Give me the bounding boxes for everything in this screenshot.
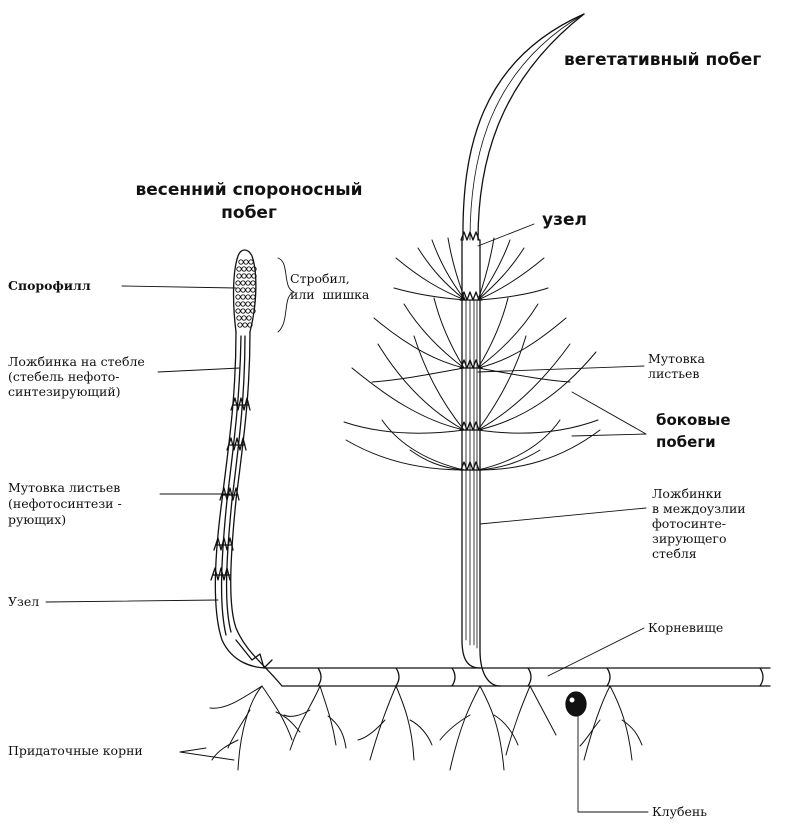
label-lateral-shoots-line2: побеги (656, 433, 716, 451)
label-whorl-right-line2: листьев (648, 366, 700, 381)
title-spring-shoot-line2: побег (221, 203, 277, 223)
title-vegetative-shoot: вегетативный побег (564, 50, 762, 70)
label-node-top: узел (542, 210, 587, 230)
label-whorl-left-line2: (нефотосинтези - (8, 496, 122, 511)
tuber-drawing (565, 691, 587, 717)
label-grooves-right-line3: фотосинте- (652, 516, 726, 531)
label-strobil-line2: или шишка (290, 287, 370, 302)
rhizome (267, 667, 771, 687)
label-node-left: Узел (8, 594, 40, 609)
label-strobil-line1: Стробил, (290, 271, 350, 286)
label-rhizome: Корневище (648, 620, 724, 635)
title-spring-shoot-line1: весенний спороносный (135, 180, 363, 200)
label-grooves-right-line4: зирующего (652, 531, 727, 546)
label-whorl-left-line1: Мутовка листьев (8, 480, 121, 495)
label-tuber: Клубень (652, 804, 708, 819)
label-whorl-right-line1: Мутовка (648, 351, 705, 366)
label-adventitious-roots: Придаточные корни (8, 743, 143, 758)
label-groove-stem-line2: (стебель нефото- (8, 369, 120, 384)
label-sporophyll: Спорофилл (8, 278, 91, 293)
label-grooves-right-line2: в междоузлии (652, 501, 746, 516)
vegetative-shoot (343, 13, 601, 687)
label-lateral-shoots-line1: боковые (656, 411, 731, 429)
label-grooves-right-line5: стебля (652, 546, 697, 561)
leader-lines (45, 223, 649, 813)
adventitious-roots-drawing (209, 685, 643, 771)
label-whorl-left-line3: рующих) (8, 512, 67, 527)
label-groove-stem-line3: синтезирующий) (8, 384, 121, 399)
label-groove-stem-line1: Ложбинка на стебле (8, 354, 145, 369)
label-grooves-right-line1: Ложбинки (652, 486, 722, 501)
spring-shoot (210, 249, 283, 687)
